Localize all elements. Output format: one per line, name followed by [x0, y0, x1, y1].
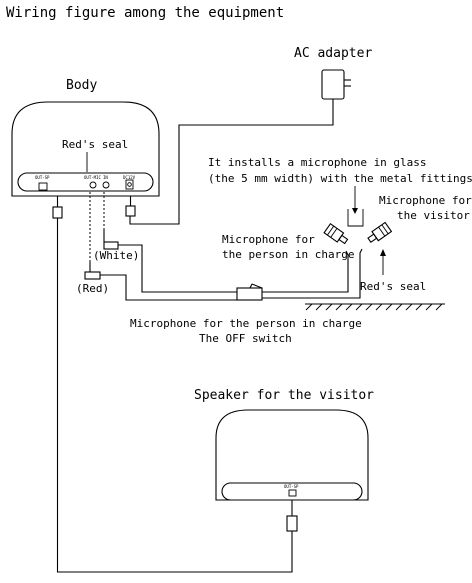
speaker-unit: OUT-SP	[215, 409, 369, 501]
visitor-mic-label-line1: Microphone for	[379, 194, 472, 207]
off-switch-label-line2: The OFF switch	[199, 332, 292, 345]
body-unit: OUT-SP OUT-MIC IN DC12V	[11, 101, 160, 197]
ac-adapter	[321, 69, 351, 104]
body-mic-out-text: OUT-MIC	[84, 175, 101, 180]
reds-seal-body-label: Red's seal	[62, 138, 128, 151]
red-label: (Red)	[76, 282, 109, 295]
person-mic-label-line2: the person in charge	[222, 248, 354, 261]
white-plug	[103, 230, 119, 250]
body-mic-out-jack	[89, 181, 97, 189]
install-note-line1: It installs a microphone in glass	[208, 156, 427, 169]
white-plug-cable	[118, 244, 237, 293]
body-in-text: IN	[103, 175, 108, 180]
body-dc-text: DC12V	[123, 175, 136, 180]
body-dc-jack	[125, 179, 134, 190]
dc-plug	[125, 205, 136, 217]
off-switch-label-line1: Microphone for the person in charge	[130, 317, 362, 330]
person-mic	[323, 223, 349, 245]
visitor-mic-label-line2: the visitor	[397, 209, 470, 222]
glass-pane	[347, 209, 364, 227]
speaker-out-sp-text: OUT-SP	[284, 484, 299, 489]
speaker-cable	[56, 218, 293, 573]
ac-adapter-label: AC adapter	[294, 46, 372, 61]
red-plug-cable	[100, 274, 237, 301]
off-switch	[236, 283, 263, 301]
body-mic-in-jack	[102, 181, 110, 189]
install-arrow-head	[352, 208, 358, 214]
speaker-input-jack	[288, 489, 297, 497]
person-mic-label-line1: Microphone for	[222, 233, 315, 246]
red-plug	[84, 262, 101, 280]
body-front-panel	[17, 172, 154, 192]
speaker-label: Speaker for the visitor	[194, 388, 374, 403]
body-label: Body	[66, 78, 97, 93]
body-speaker-plug	[52, 206, 63, 219]
visitor-mic	[367, 221, 393, 244]
person-mic-cable	[262, 250, 349, 293]
speaker-plug	[286, 515, 298, 532]
ac-adapter-cable	[129, 104, 334, 225]
floor-hatch	[305, 303, 443, 311]
diagram-title: Wiring figure among the equipment	[6, 5, 284, 21]
install-note-line2: (the 5 mm width) with the metal fittings…	[208, 172, 472, 185]
white-label: (White)	[93, 249, 139, 262]
body-out-sp-text: OUT-SP	[35, 175, 50, 180]
body-speaker-jack	[38, 182, 48, 191]
visitor-mic-cable	[262, 248, 363, 299]
reds-seal-mic-label: Red's seal	[360, 280, 426, 293]
